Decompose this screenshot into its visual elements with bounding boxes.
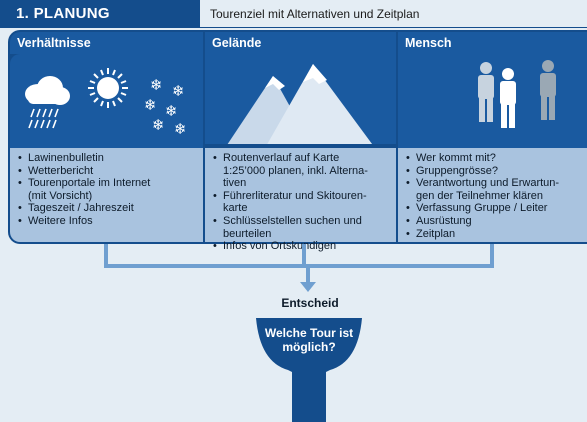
- list-item: Verfassung Gruppe / Leiter: [406, 202, 583, 215]
- column-title: Mensch: [398, 32, 587, 54]
- column-title: Gelände: [205, 32, 396, 54]
- mountains-icon: [205, 64, 396, 148]
- svg-text:❄: ❄: [174, 120, 187, 138]
- list-item: Ausrüstung: [406, 215, 583, 228]
- column-mensch: Mensch: [398, 32, 587, 242]
- list-item: Gruppengrösse?: [406, 165, 583, 178]
- header-divider: [200, 27, 587, 28]
- column-title: Verhältnisse: [10, 32, 203, 54]
- verhaeltnisse-list: Lawinenbulletin Wetterbericht Tourenport…: [10, 148, 203, 242]
- list-item: Wer kommt mit?: [406, 152, 583, 165]
- section-title: 1. PLANUNG: [0, 0, 200, 28]
- list-item-continuation: gen der Teilnehmer klären: [416, 189, 543, 202]
- column-image: [205, 54, 396, 148]
- list-item: Routenverlauf auf Karte: [213, 152, 392, 165]
- question-line: möglich?: [282, 340, 336, 354]
- list-item-continuation: 1:25’000 planen, inkl. Alterna-: [223, 164, 368, 177]
- column-image: ❄ ❄ ❄ ❄ ❄ ❄: [10, 54, 203, 148]
- svg-text:❄: ❄: [172, 82, 185, 100]
- column-gelaende: Gelände Routenverlauf auf Karte 1:25’000…: [205, 32, 396, 252]
- column-verhaeltnisse: Verhältnisse: [10, 32, 203, 242]
- list-item-continuation: tiven: [223, 177, 247, 190]
- people-group-icon: [478, 60, 556, 128]
- list-item: Tourenportale im Internet: [18, 177, 199, 190]
- list-item: Schlüsselstellen suchen und: [213, 215, 392, 228]
- list-item-continuation: karte: [223, 202, 248, 215]
- svg-text:❄: ❄: [165, 102, 178, 120]
- snowflakes-icon: ❄ ❄ ❄ ❄ ❄ ❄: [144, 76, 187, 138]
- section-subtitle: Tourenziel mit Alternativen und Zeitplan: [210, 7, 420, 21]
- list-item: Tageszeit / Jahreszeit: [18, 202, 199, 215]
- snow-cloud-icon: [25, 76, 70, 129]
- svg-text:❄: ❄: [150, 76, 163, 94]
- list-item: Wetterbericht: [18, 165, 199, 178]
- list-item-continuation: (mit Vorsicht): [28, 189, 93, 202]
- sun-icon: [88, 68, 128, 108]
- column-image: [398, 54, 587, 148]
- list-item: Infos von Ortskundigen: [213, 240, 392, 253]
- flow-arrow: [300, 282, 316, 292]
- svg-text:❄: ❄: [152, 116, 165, 134]
- mensch-list: Wer kommt mit? Gruppengrösse? Verantwort…: [398, 148, 587, 242]
- decision-question: Welche Tour ist möglich?: [257, 326, 361, 354]
- question-line: Welche Tour ist: [264, 326, 354, 340]
- svg-text:❄: ❄: [144, 96, 157, 114]
- list-item: Weitere Infos: [18, 215, 199, 228]
- list-item: Lawinenbulletin: [18, 152, 199, 165]
- list-item: Verantwortung und Erwartun-: [406, 177, 583, 190]
- decision-label: Entscheid: [281, 296, 339, 310]
- list-item-continuation: beurteilen: [223, 227, 272, 240]
- gelaende-list: Routenverlauf auf Karte 1:25’000 planen,…: [205, 148, 396, 252]
- list-item: Zeitplan: [406, 228, 583, 241]
- list-item: Führerliteratur und Skitouren-: [213, 190, 392, 203]
